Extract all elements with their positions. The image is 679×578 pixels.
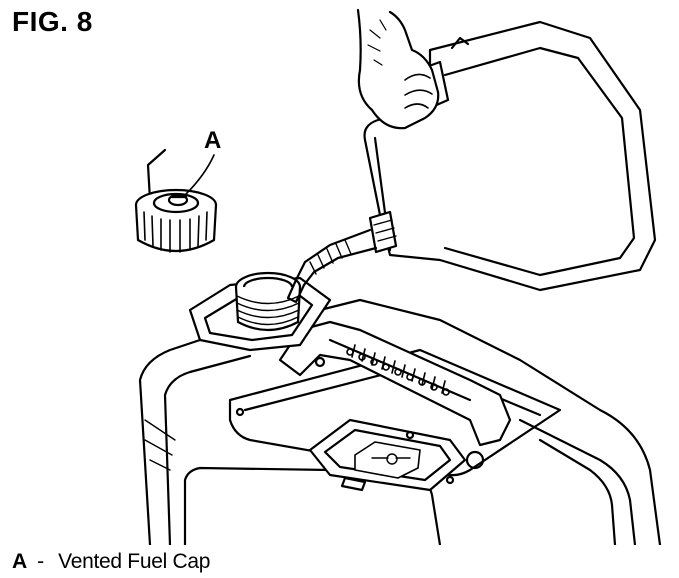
figure-legend: A - Vented Fuel Cap	[12, 549, 210, 575]
legend-key: A	[12, 550, 28, 573]
engine-warning-icon	[354, 441, 421, 479]
legend-separator: -	[37, 550, 45, 573]
vented-fuel-cap-icon	[134, 148, 218, 253]
fuel-tank-neck	[234, 271, 302, 332]
callout-label-a: A	[204, 127, 222, 154]
generator-icon	[138, 276, 662, 545]
legend-label: Vented Fuel Cap	[58, 550, 211, 573]
fuel-can-icon	[286, 20, 657, 304]
hand-icon	[356, 8, 440, 130]
figure-title: FIG. 8	[12, 6, 93, 37]
fueling-illustration	[134, 8, 662, 545]
